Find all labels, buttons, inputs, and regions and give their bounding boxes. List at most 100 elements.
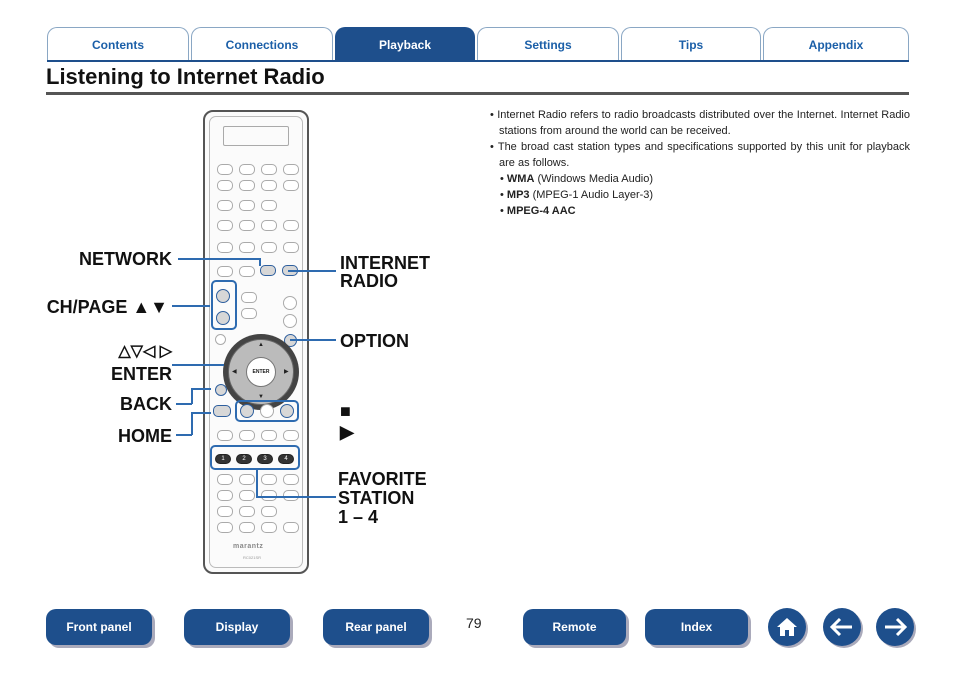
ch-up-key (216, 289, 230, 303)
enter-label: ENTER (110, 364, 172, 384)
favorite-leader (256, 496, 336, 498)
ch-page-label: CH/PAGE ▲▼ (46, 297, 168, 317)
tab-bar: Contents Connections Playback Settings T… (47, 27, 909, 61)
remote-button (217, 242, 233, 253)
tab-tips[interactable]: Tips (621, 27, 761, 61)
home-icon (777, 618, 797, 636)
remote-button (239, 220, 255, 231)
favorite-key: 2 (236, 454, 252, 464)
remote-button (217, 180, 233, 191)
forward-nav-button[interactable] (876, 608, 914, 646)
stop-label: ■ (340, 401, 351, 421)
remote-body (209, 116, 303, 568)
down-arrow-icon: ▼ (258, 394, 264, 400)
note-item: • Internet Radio refers to radio broadca… (490, 109, 910, 137)
remote-button (261, 164, 277, 175)
tab-underline (47, 60, 909, 62)
play-key (280, 404, 294, 418)
internet-radio-label-line1: INTERNET (340, 253, 430, 273)
remote-button (283, 474, 299, 485)
remote-button (283, 242, 299, 253)
home-leader-h (191, 412, 211, 414)
favorite-key: 1 (215, 454, 231, 464)
play-label: ▶ (340, 422, 354, 442)
up-arrow-icon: ▲ (258, 342, 264, 348)
remote-button (241, 308, 257, 319)
remote-button (217, 266, 233, 277)
arrow-left-icon (830, 617, 852, 637)
remote-button (283, 164, 299, 175)
ch-down-key (216, 311, 230, 325)
remote-button (239, 164, 255, 175)
title-rule (46, 92, 909, 95)
network-leader-v (259, 258, 261, 266)
remote-button (239, 200, 255, 211)
remote-button (261, 522, 277, 533)
format-item: • MPEG-4 AAC (500, 205, 576, 217)
option-leader (290, 339, 336, 341)
tab-connections[interactable]: Connections (191, 27, 333, 61)
remote-button (261, 200, 277, 211)
favorite-key: 4 (278, 454, 294, 464)
remote-button (261, 242, 277, 253)
format-item: • MP3 (MPEG-1 Audio Layer-3) (500, 189, 654, 201)
format-desc: (MPEG-1 Audio Layer-3) (532, 189, 654, 201)
remote-button (283, 180, 299, 191)
tab-appendix[interactable]: Appendix (763, 27, 909, 61)
remote-button (261, 430, 277, 441)
remote-button (217, 220, 233, 231)
remote-button (261, 506, 277, 517)
favorite-label-line1: FAVORITE (338, 469, 427, 489)
back-key (215, 384, 227, 396)
home-key (213, 405, 231, 417)
network-key (260, 265, 276, 276)
remote-button (261, 474, 277, 485)
remote-button (217, 430, 233, 441)
remote-button (261, 180, 277, 191)
remote-button (241, 292, 257, 303)
remote-button (217, 200, 233, 211)
remote-display (223, 126, 289, 146)
remote-button[interactable]: Remote (523, 609, 626, 645)
ch-page-highlight (211, 280, 237, 330)
remote-button (215, 334, 226, 345)
remote-button (261, 220, 277, 231)
favorite-highlight (210, 445, 300, 470)
option-label: OPTION (340, 331, 410, 351)
remote-button (239, 180, 255, 191)
notes: • Internet Radio refers to radio broadca… (490, 107, 910, 219)
tab-contents[interactable]: Contents (47, 27, 189, 61)
back-leader-h (191, 388, 211, 390)
index-button[interactable]: Index (645, 609, 748, 645)
front-panel-button[interactable]: Front panel (46, 609, 152, 645)
remote-button (283, 430, 299, 441)
back-leader (176, 403, 192, 405)
remote-button (239, 266, 255, 277)
format-item: • WMA (Windows Media Audio) (500, 173, 654, 185)
home-label: HOME (118, 426, 172, 446)
home-leader (176, 434, 192, 436)
home-nav-button[interactable] (768, 608, 806, 646)
internet-radio-leader (288, 270, 336, 272)
remote-button (217, 474, 233, 485)
remote-button (239, 490, 255, 501)
cursor-pad: ENTER ▲ ▼ ◀ ▶ (223, 334, 299, 410)
back-nav-button[interactable] (823, 608, 861, 646)
left-arrow-icon: ◀ (232, 369, 237, 375)
tab-settings[interactable]: Settings (477, 27, 619, 61)
remote-button (283, 296, 297, 310)
remote-brand-logo: marantz (233, 543, 264, 550)
back-label: BACK (120, 394, 172, 414)
rear-panel-button[interactable]: Rear panel (323, 609, 429, 645)
remote-button (217, 490, 233, 501)
internet-radio-label-line2: RADIO (340, 271, 398, 291)
remote-button (261, 490, 277, 501)
network-leader (178, 258, 260, 260)
display-button[interactable]: Display (184, 609, 290, 645)
note-item: • The broad cast station types and speci… (490, 141, 910, 169)
page-number: 79 (466, 615, 482, 631)
format-name: WMA (506, 173, 535, 185)
favorite-label-line3: 1 – 4 (338, 507, 379, 527)
tab-playback[interactable]: Playback (335, 27, 475, 61)
remote-button (217, 522, 233, 533)
